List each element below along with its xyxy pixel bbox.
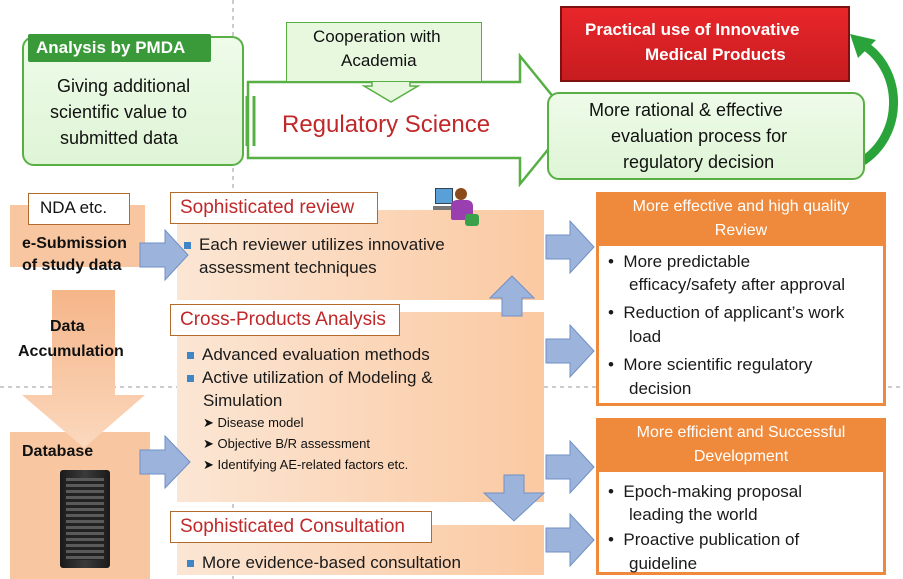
regulatory-science-arrow [246,52,574,188]
review-bullet-1-cont: assessment techniques [199,258,377,277]
nda-label: NDA etc. [40,198,108,217]
review-bullet-1: Each reviewer utilizes innovative [184,233,445,256]
cross-title: Cross-Products Analysis [180,309,386,330]
dev-item-2-cont: guideline [629,554,698,573]
review-head-line-1: More effective and high quality [632,198,850,215]
arrow-cross-to-dev [545,439,595,495]
data-accum-line-1: Data [50,318,85,335]
data-accum-line-2: Accumulation [18,343,124,360]
cross-bullet-2: Active utilization of Modeling & [187,366,433,389]
cross-sub-1: ➤ Disease model [203,415,304,430]
consult-title: Sophisticated Consultation [180,516,405,537]
review-head-line-2: Review [714,222,768,239]
dev-item-1-cont: leading the world [629,505,758,524]
review-item-1: • More predictable [608,252,751,271]
review-item-3-cont: decision [629,379,692,398]
esub-line-1: e-Submission [22,235,127,252]
arrow-cross-to-right [545,323,595,379]
person-at-computer-icon [431,186,483,228]
analysis-text-line-1: Giving additional [57,76,191,96]
analysis-text-line-3: submitted data [60,128,179,148]
cross-sub-3: ➤ Identifying AE-related factors etc. [203,457,409,472]
cross-title-box [170,304,400,336]
practical-use-box [560,6,850,82]
dev-item-2: • Proactive publication of [608,530,800,549]
rational-line-2: evaluation process for [611,126,788,146]
review-item-3: • More scientific regulatory [608,355,813,374]
arrow-cross-down-to-consult [482,474,546,522]
rational-box [547,92,865,180]
esub-line-2: of study data [22,257,122,274]
review-item-2-cont: load [629,327,662,346]
regulatory-science-label: Regulatory Science [282,111,491,138]
review-item-1-cont: efficacy/safety after approval [629,275,846,294]
curved-green-arrow [853,40,898,170]
cross-sub-2: ➤ Objective B/R assessment [203,436,370,451]
dev-head-line-2: Development [693,448,789,465]
data-accumulation-arrow [22,290,145,448]
cross-bullet-2-cont: Simulation [203,391,283,410]
review-title: Sophisticated review [180,197,355,218]
analysis-header-text: Analysis by PMDA [36,38,186,57]
practical-use-line-1: Practical use of Innovative [585,20,800,39]
arrow-database-to-cross [139,434,191,490]
consult-bullet-1: More evidence-based consultation [187,551,461,574]
arrow-esub-to-review [139,228,189,282]
analysis-header [28,34,211,62]
dev-head-line-1: More efficient and Successful [636,424,846,441]
arrow-cross-up-to-review [488,275,536,317]
cooperation-line-1: Cooperation with [313,27,441,46]
practical-use-line-2: Medical Products [645,45,786,64]
nda-box [28,193,130,225]
database-label: Database [22,443,94,460]
cross-bullet-1: Advanced evaluation methods [187,343,430,366]
server-rack-icon [60,470,110,568]
cooperation-box [286,22,482,82]
rational-line-1: More rational & effective [589,100,783,120]
review-item-2: • Reduction of applicant’s work [608,303,845,322]
arrow-review-to-right [545,219,595,275]
consult-title-box [170,511,432,543]
review-title-box [170,192,378,224]
analysis-text-line-2: scientific value to [50,102,188,122]
dev-item-1: • Epoch-making proposal [608,482,803,501]
cooperation-line-2: Academia [341,51,417,70]
arrow-consult-to-dev [545,512,595,568]
rational-line-3: regulatory decision [623,152,775,172]
development-outcome-header: More efficient and Successful Developmen… [596,418,886,472]
review-outcome-header: More effective and high quality Review [596,192,886,246]
